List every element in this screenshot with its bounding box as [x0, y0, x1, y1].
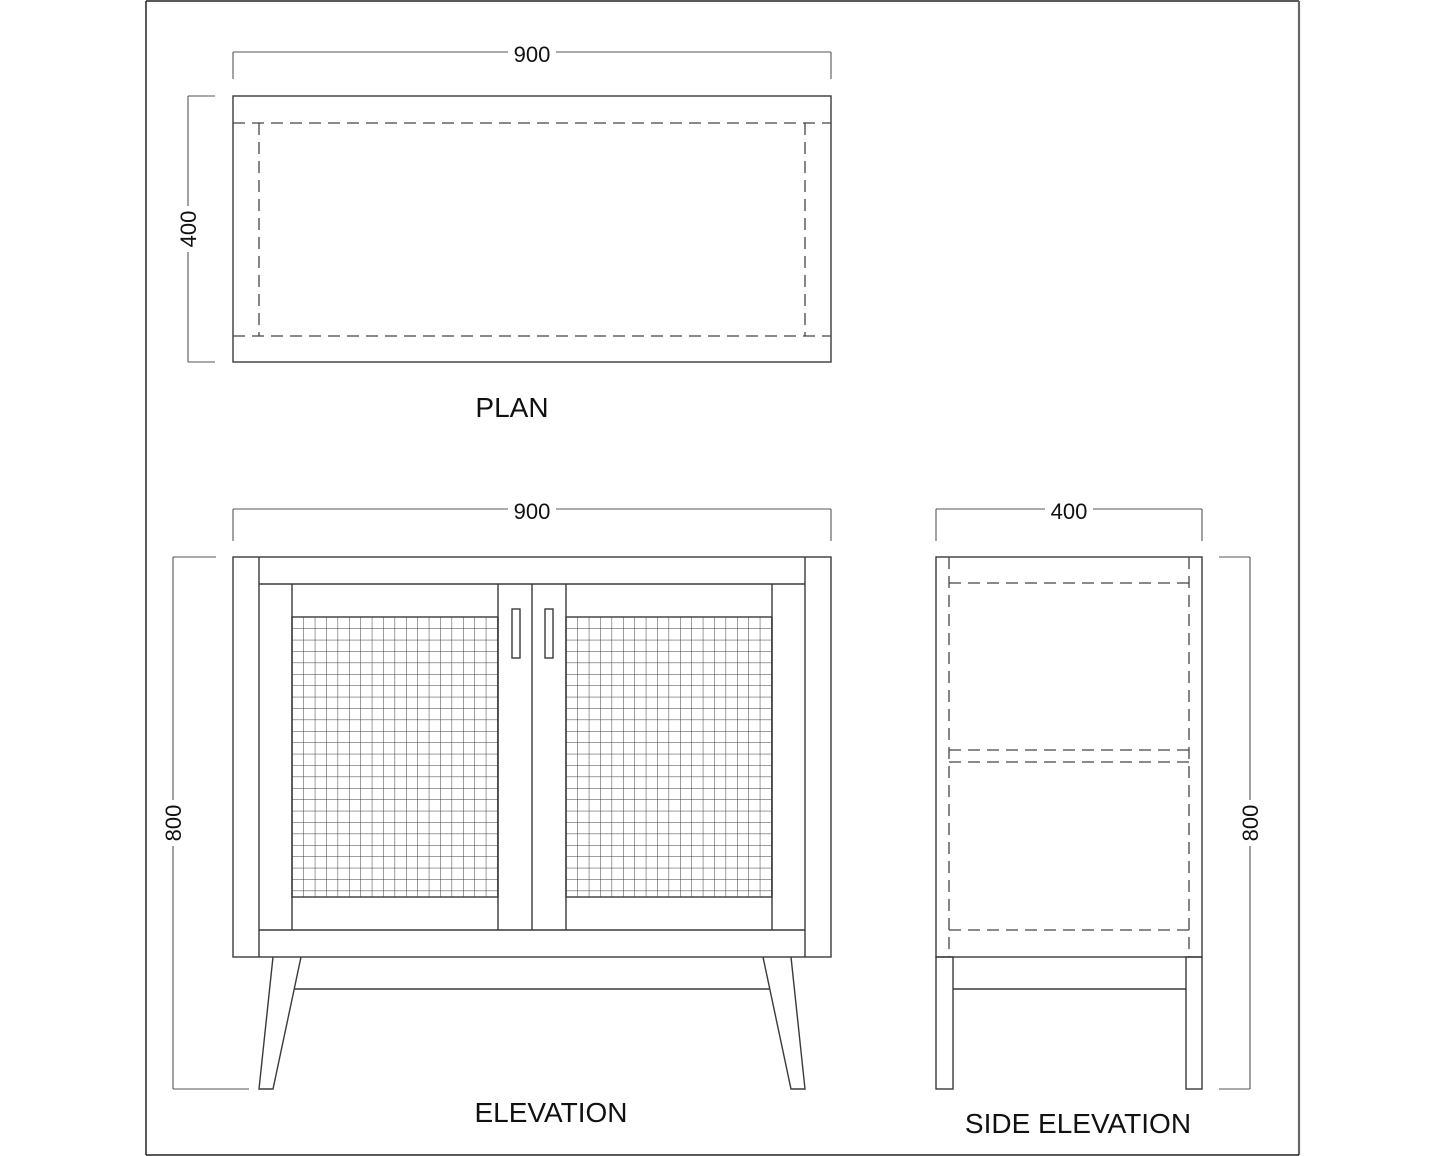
plan-title: PLAN — [475, 392, 548, 423]
elevation-height-label: 800 — [161, 805, 186, 842]
plan-depth-label: 400 — [176, 211, 201, 248]
door-handle — [511, 608, 521, 659]
elevation-width-dimension: 900 — [232, 497, 832, 541]
plan-depth-dimension: 400 — [176, 95, 215, 363]
splayed-legs — [258, 956, 806, 1090]
side-elevation-title: SIDE ELEVATION — [965, 1108, 1191, 1139]
plan-top-outline — [232, 95, 832, 363]
cane-mesh-panel — [292, 617, 498, 897]
plan-width-dimension: 900 — [232, 40, 832, 79]
door-handle — [544, 608, 554, 659]
left-door — [291, 584, 533, 930]
cabinet-carcass — [232, 556, 832, 958]
plan-width-label: 900 — [514, 42, 551, 67]
elevation-height-dimension: 800 — [161, 556, 249, 1090]
side-depth-label: 400 — [1051, 499, 1088, 524]
side-height-dimension: 800 — [1219, 556, 1263, 1090]
elevation-view: 900 800 — [161, 497, 832, 1128]
plan-view: 900 400 PLAN — [176, 40, 832, 423]
side-depth-dimension: 400 — [935, 497, 1203, 541]
right-door — [544, 584, 773, 930]
side-height-label: 800 — [1238, 805, 1263, 842]
sheet-border — [145, 0, 1301, 1156]
side-legs — [935, 956, 1203, 1090]
side-elevation-view: 400 800 SIDE ELEVATION — [935, 497, 1263, 1139]
elevation-width-label: 900 — [514, 499, 551, 524]
side-carcass — [935, 556, 1203, 958]
elevation-title: ELEVATION — [474, 1097, 627, 1128]
cane-mesh-panel — [566, 617, 772, 897]
